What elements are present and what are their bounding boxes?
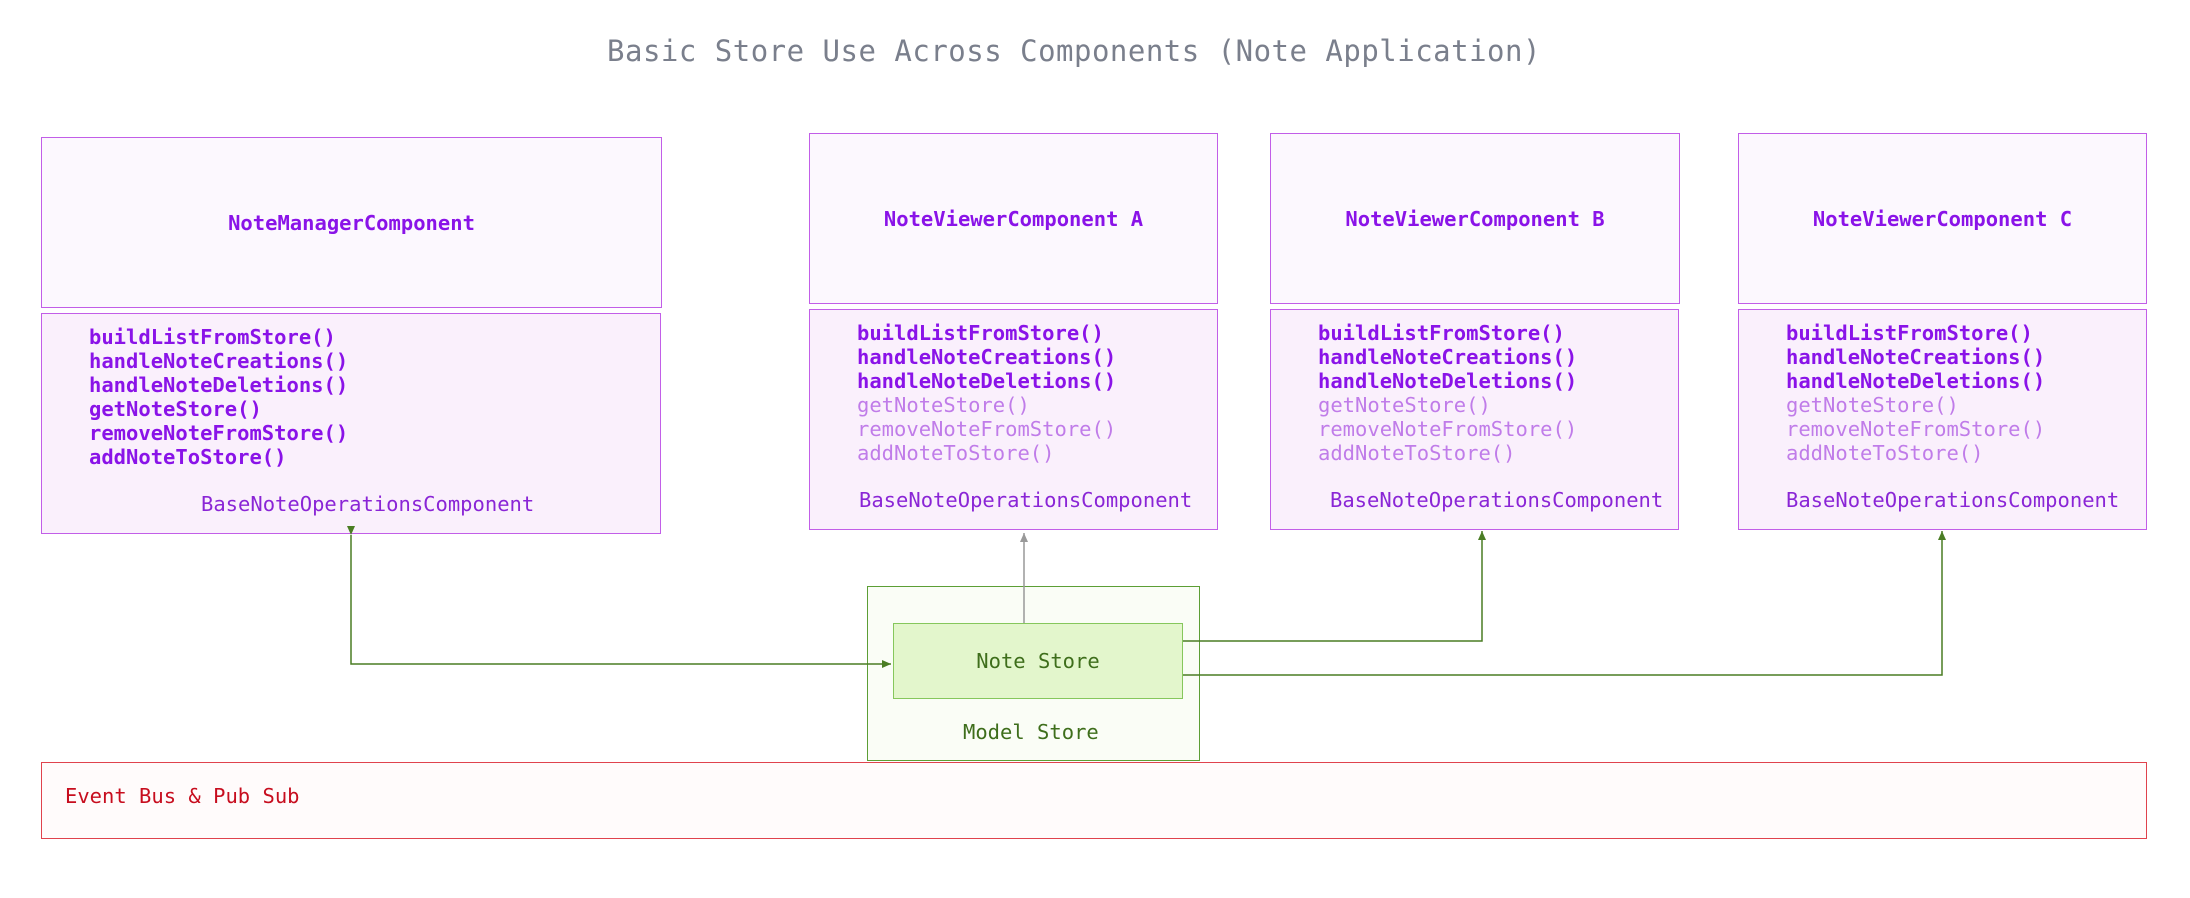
note-viewer-b-base-operations[interactable]: buildListFromStore() handleNoteCreations… [1270,309,1679,530]
note-viewer-a-base-operations[interactable]: buildListFromStore() handleNoteCreations… [809,309,1218,530]
connector-manager-store [347,526,891,668]
note-store-box[interactable]: Note Store [893,623,1183,699]
method-item: handleNoteDeletions() [89,373,349,397]
method-item: removeNoteFromStore() [1786,417,2046,441]
method-item: handleNoteCreations() [857,345,1117,369]
method-item: handleNoteCreations() [1318,345,1578,369]
method-list: buildListFromStore() handleNoteCreations… [89,325,348,469]
connector-store-viewer-c [1183,531,1946,676]
event-bus-box[interactable]: Event Bus & Pub Sub [41,762,2147,839]
connector-store-viewer-b [1183,531,1486,642]
method-item: getNoteStore() [89,397,262,421]
method-item: removeNoteFromStore() [89,421,349,445]
base-component-label: BaseNoteOperationsComponent [1786,488,2120,512]
note-viewer-c-header[interactable]: NoteViewerComponent C [1738,133,2147,304]
base-component-label: BaseNoteOperationsComponent [1330,488,1664,512]
method-item: handleNoteDeletions() [857,369,1117,393]
method-item: handleNoteCreations() [1786,345,2046,369]
method-item: getNoteStore() [1318,393,1491,417]
method-item: handleNoteCreations() [89,349,349,373]
note-manager-component-header[interactable]: NoteManagerComponent [41,137,662,308]
method-item: addNoteToStore() [89,445,287,469]
method-item: addNoteToStore() [1318,441,1516,465]
method-item: removeNoteFromStore() [857,417,1117,441]
method-item: getNoteStore() [1786,393,1959,417]
base-component-label: BaseNoteOperationsComponent [859,488,1193,512]
note-viewer-a-header[interactable]: NoteViewerComponent A [809,133,1218,304]
model-store-label: Model Store [963,720,1099,744]
method-item: removeNoteFromStore() [1318,417,1578,441]
method-list: buildListFromStore() handleNoteCreations… [1786,321,2045,465]
note-viewer-c-base-operations[interactable]: buildListFromStore() handleNoteCreations… [1738,309,2147,530]
event-bus-label: Event Bus & Pub Sub [65,784,300,808]
component-name: NoteViewerComponent A [883,206,1144,231]
method-item: addNoteToStore() [1786,441,1984,465]
note-store-label: Note Store [976,649,1100,673]
base-component-label: BaseNoteOperationsComponent [201,492,535,516]
component-name: NoteViewerComponent C [1812,206,2073,231]
method-item: handleNoteDeletions() [1318,369,1578,393]
method-item: addNoteToStore() [857,441,1055,465]
method-item: buildListFromStore() [1318,321,1565,345]
method-list: buildListFromStore() handleNoteCreations… [857,321,1116,465]
method-item: buildListFromStore() [857,321,1104,345]
note-manager-base-operations[interactable]: buildListFromStore() handleNoteCreations… [41,313,661,534]
method-item: getNoteStore() [857,393,1030,417]
method-list: buildListFromStore() handleNoteCreations… [1318,321,1577,465]
component-name: NoteViewerComponent B [1345,206,1605,231]
component-name: NoteManagerComponent [228,210,475,235]
method-item: buildListFromStore() [1786,321,2033,345]
method-item: handleNoteDeletions() [1786,369,2046,393]
note-viewer-b-header[interactable]: NoteViewerComponent B [1270,133,1680,304]
diagram-title: Basic Store Use Across Components (Note … [607,34,1541,68]
method-item: buildListFromStore() [89,325,336,349]
